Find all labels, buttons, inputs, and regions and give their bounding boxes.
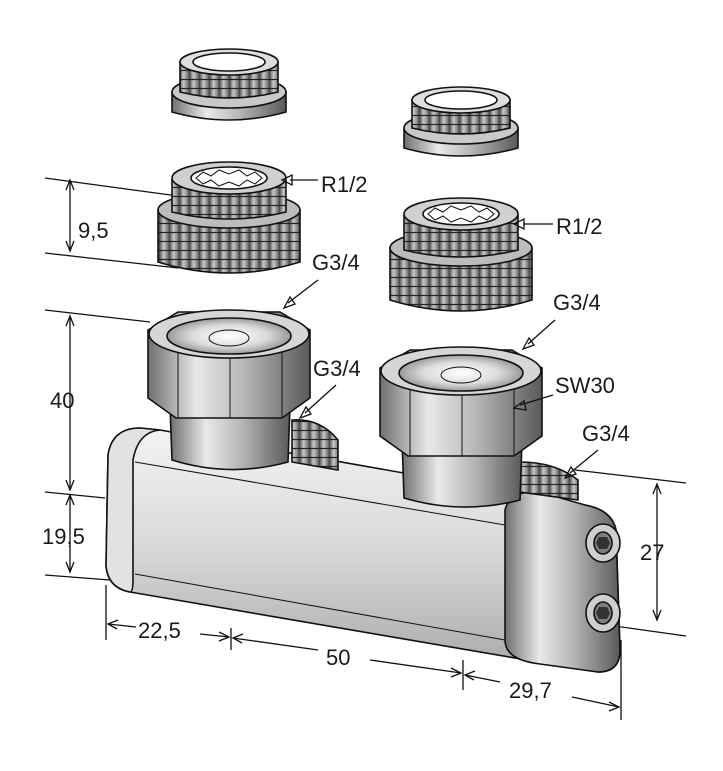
label-g34-right-port: G3/4: [582, 421, 630, 446]
right-union-nut: [379, 346, 543, 508]
end-port-upper: [585, 523, 621, 563]
right-seal-ring: [403, 86, 519, 157]
label-r12-right: R1/2: [556, 214, 602, 239]
dimension-labels: 9,5 40 19,5 27 22,5 50 29,7: [42, 218, 664, 703]
left-seal-ring: [171, 48, 287, 121]
label-g34-left-nut: G3/4: [312, 250, 360, 275]
label-r12-left: R1/2: [321, 172, 367, 197]
dim-50: 50: [326, 645, 350, 670]
dimension-lines: [44, 177, 687, 720]
dim-29-7: 29,7: [509, 678, 552, 703]
dim-22-5: 22,5: [138, 618, 181, 643]
left-union-nut: [147, 309, 311, 471]
label-g34-left-port: G3/4: [313, 356, 361, 381]
leader-lines: [280, 173, 599, 480]
part-labels: R1/2 R1/2 G3/4 G3/4 G3/4 SW30 G3/4: [312, 172, 630, 446]
dim-27: 27: [640, 540, 664, 565]
right-threaded-adapter: [389, 197, 533, 312]
dim-19-5: 19,5: [42, 524, 85, 549]
dim-40: 40: [50, 388, 74, 413]
dim-9-5: 9,5: [78, 218, 109, 243]
label-g34-right-nut: G3/4: [553, 290, 601, 315]
end-port-lower: [585, 593, 621, 633]
label-sw30: SW30: [555, 373, 615, 398]
left-threaded-adapter: [157, 161, 301, 274]
